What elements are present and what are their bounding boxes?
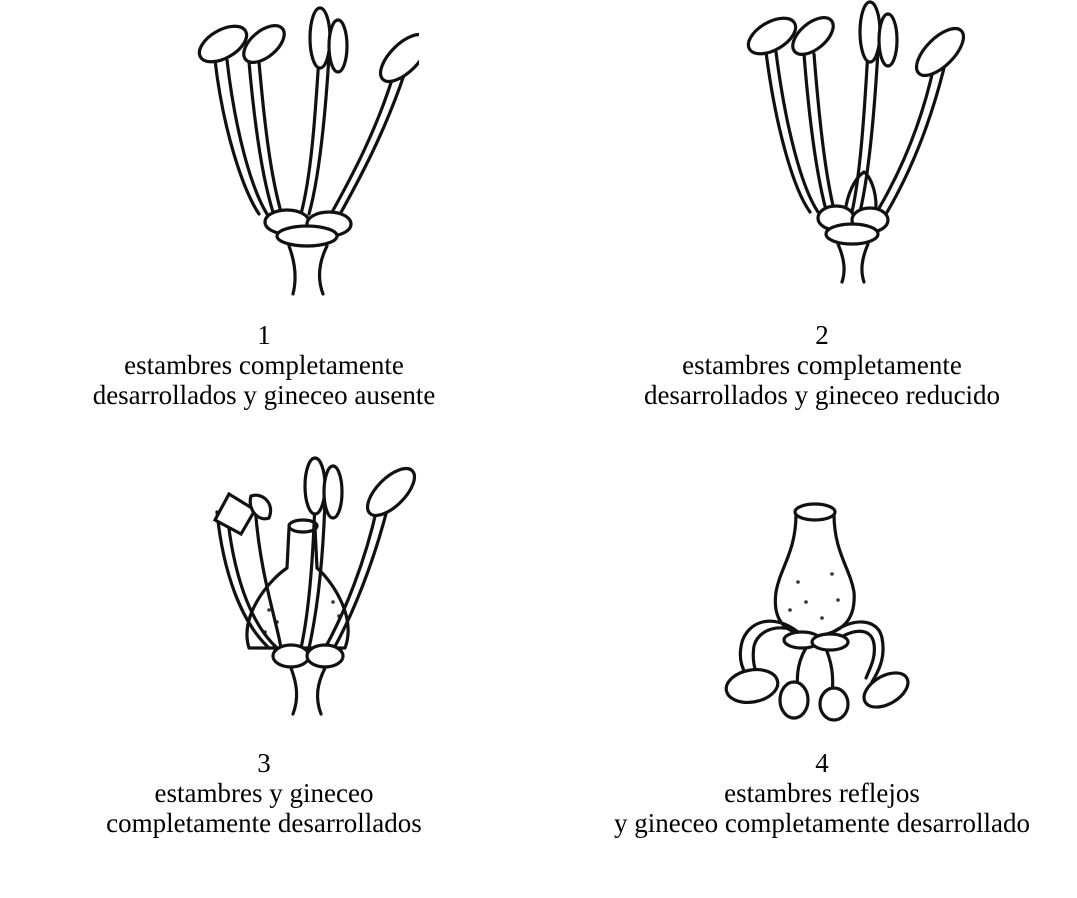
figure-3-number: 3 (0, 748, 538, 778)
figure-1: 1 estambres completamente desarrollados … (0, 0, 538, 410)
figure-3: 3 estambres y gineceo completamente desa… (0, 452, 538, 838)
flower-drawing-3 (119, 452, 419, 722)
figure-2-number: 2 (553, 320, 1077, 350)
figure-4-number: 4 (553, 748, 1077, 778)
figure-1-number: 1 (0, 320, 538, 350)
figure-3-caption-line1: estambres y gineceo (0, 778, 538, 808)
flower-drawing-2 (672, 0, 972, 300)
figure-4-caption-line1: estambres reflejos (553, 778, 1077, 808)
flower-drawing-1 (119, 0, 419, 300)
figure-2-caption-line1: estambres completamente (553, 350, 1077, 380)
figure-1-caption-line2: desarrollados y gineceo ausente (0, 380, 538, 410)
figure-2: 2 estambres completamente desarrollados … (553, 0, 1077, 410)
figure-3-caption-line2: completamente desarrollados (0, 808, 538, 838)
figure-4: 4 estambres reflejos y gineceo completam… (553, 452, 1077, 838)
flower-drawing-4 (672, 452, 972, 722)
figure-1-caption-line1: estambres completamente (0, 350, 538, 380)
figure-4-caption-line2: y gineceo completamente desarrollado (553, 808, 1077, 838)
figure-2-caption-line2: desarrollados y gineceo reducido (553, 380, 1077, 410)
